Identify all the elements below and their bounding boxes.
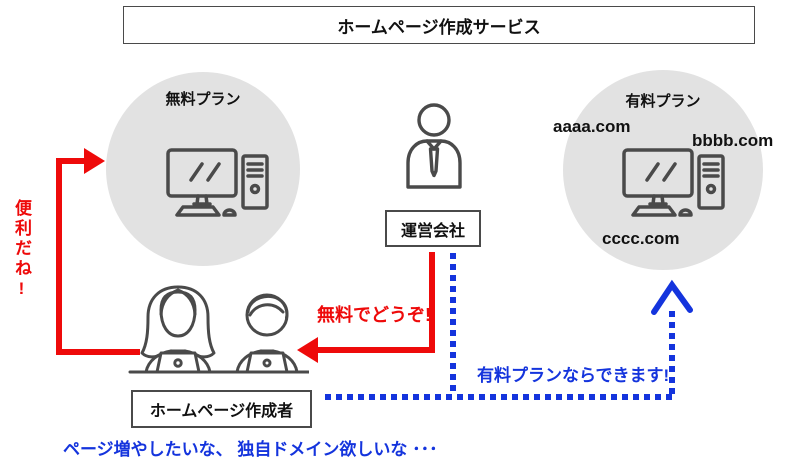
company-box: 運営会社 (385, 210, 481, 247)
free-plan-label: 無料プラン (165, 91, 241, 108)
page-title: ホームページ作成サービス (337, 17, 541, 37)
creators-box: ホームページ作成者 (131, 390, 312, 428)
domain-aaaa: aaaa.com (553, 117, 631, 136)
title-box: ホームページ作成サービス (123, 6, 755, 44)
desktop-computer-icon (622, 148, 725, 217)
note-free-offer: 無料でどうぞ! (317, 305, 431, 325)
domain-bbbb: bbbb.com (692, 131, 774, 150)
man-at-laptop-icon (225, 293, 309, 374)
business-person-icon (406, 103, 462, 189)
note-paid-capability: 有料プランならできます! (477, 366, 670, 385)
company-label: 運営会社 (400, 222, 465, 240)
domain-cccc: cccc.com (602, 229, 680, 248)
note-convenient: 便利だね! (12, 199, 31, 301)
note-creator-wish: ページ増やしたいな、 独自ドメイン欲しいな ･･･ (63, 440, 438, 459)
creators-label: ホームページ作成者 (149, 403, 294, 420)
woman-at-laptop-icon (128, 285, 228, 374)
free-plan-circle: 無料プラン (106, 72, 300, 266)
desktop-computer-icon (166, 148, 269, 217)
paid-plan-label: 有料プラン (625, 93, 701, 110)
paid-plan-circle: 有料プラン (563, 70, 763, 270)
